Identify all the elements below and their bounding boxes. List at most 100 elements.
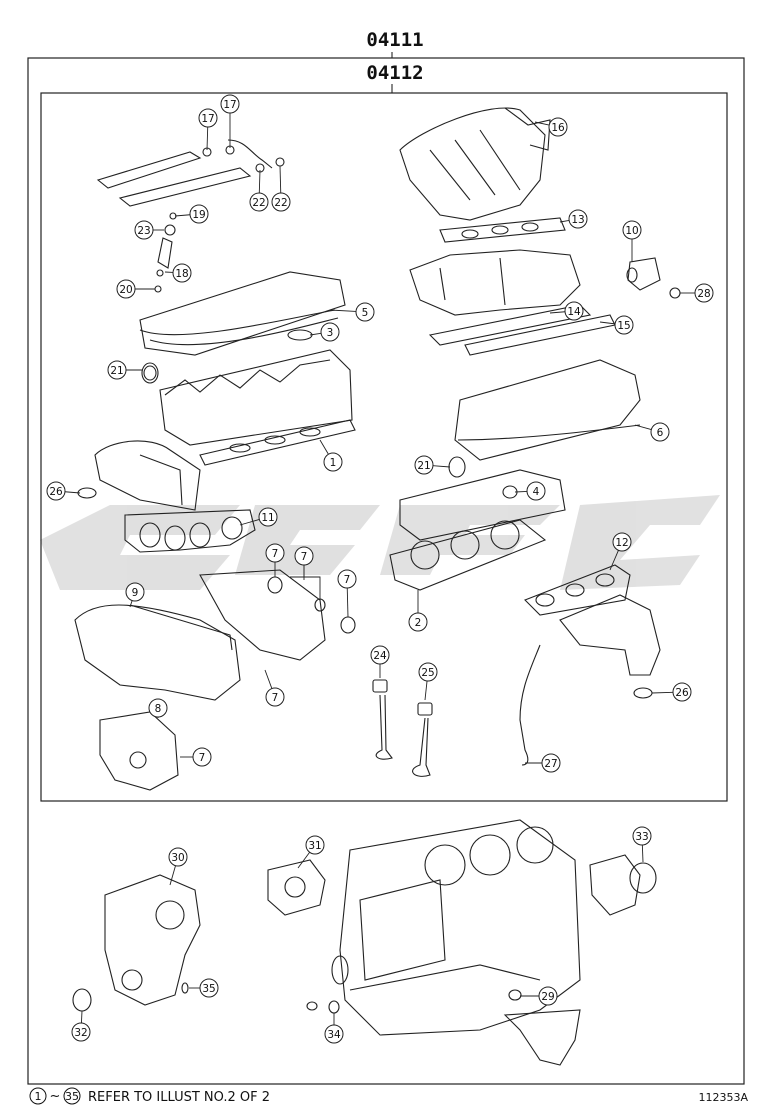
oil-dipstick-guide-drawing [519,644,541,766]
callout-label: 11 [261,512,274,524]
callout-label: 33 [635,831,648,843]
cylinder-head-lh-drawing [141,349,353,446]
callout-29: 29 [520,986,558,1006]
callout-9: 9 [125,582,145,608]
callout-label: 23 [137,225,150,237]
callout-label: 34 [327,1029,341,1041]
callout-label: 7 [272,692,279,704]
callout-19: 19 [174,204,209,224]
callout-label: 7 [199,752,206,764]
callout-17: 17 [198,108,218,151]
callout-label: 4 [533,486,540,498]
inner-kit-number: 04112 [366,62,423,84]
callout-2: 2 [408,590,428,632]
intake-manifold-drawing [409,249,681,356]
front-cover-drawing [72,874,201,1012]
callout-26: 26 [651,682,692,702]
callout-11: 11 [239,507,278,527]
callout-label: 22 [252,197,265,209]
callout-label: 17 [201,113,214,125]
callout-22: 22 [271,165,291,212]
callout-label: 32 [74,1027,87,1039]
seal-drawing [143,365,356,634]
callout-label: 17 [223,99,236,111]
callout-label: 5 [362,307,369,319]
callout-label: 19 [192,209,205,221]
callout-label: 6 [657,427,664,439]
range-end: 35 [65,1090,79,1103]
injector-drawing [154,212,177,293]
callout-26: 26 [46,481,81,501]
outer-kit-frame [27,57,745,1085]
small-plug-drawing [306,1000,340,1014]
illustration-id: 112353A [698,1091,748,1104]
callout-label: 22 [274,197,287,209]
callout-20: 20 [116,279,155,299]
callout-5: 5 [329,302,375,322]
callout-32: 32 [71,1010,91,1042]
callout-bracket [290,565,321,600]
callout-label: 7 [301,551,308,563]
inner-kit-frame [40,92,728,802]
head-cover-rh-drawing [448,359,641,478]
callout-label: 21 [110,365,123,377]
callout-24: 24 [370,645,390,678]
callout-label: 12 [615,537,628,549]
valve-drawing [372,679,433,777]
callout-label: 30 [171,852,184,864]
callout-17: 17 [220,94,240,148]
callout-4: 4 [514,481,546,501]
callout-22: 22 [249,169,269,212]
callout-label: 25 [421,667,434,679]
oil-pan-drawing [503,989,581,1066]
footer-note: 1 ~ 35 REFER TO ILLUST NO.2 OF 2 [29,1087,270,1105]
intake-plenum-drawing [399,107,566,243]
callout-label: 7 [344,574,351,586]
callout-18: 18 [164,263,192,283]
callout-15: 15 [599,315,634,335]
callout-27: 27 [525,753,561,773]
callout-31: 31 [297,835,325,869]
range-tilde: ~ [50,1089,61,1104]
callout-23: 23 [134,220,164,240]
callout-label: 2 [415,617,422,629]
callout-1: 1 [319,439,343,472]
callout-13: 13 [559,209,588,229]
callout-label: 13 [571,214,584,226]
callout-7: 7 [180,747,212,767]
callout-label: 3 [327,327,334,339]
callout-16: 16 [534,117,568,137]
callout-7: 7 [337,569,357,618]
callout-25: 25 [418,662,438,701]
callout-label: 26 [49,486,63,498]
callout-6: 6 [634,422,670,442]
rear-oil-seal-retainer-drawing [589,854,657,916]
callout-21: 21 [107,360,143,380]
callout-28: 28 [680,283,714,303]
callout-label: 28 [697,288,710,300]
exhaust-manifold-lh-drawing [77,440,256,553]
callout-10: 10 [622,220,642,262]
head-cover-lh-drawing [139,271,346,356]
callout-label: 27 [544,758,557,770]
water-pump-drawing [267,859,326,916]
callout-34: 34 [324,1013,344,1044]
callout-12: 12 [609,532,632,571]
callout-label: 15 [617,320,630,332]
callout-21: 21 [414,455,451,475]
head-gasket-lh-drawing [199,419,356,466]
refer-note: REFER TO ILLUST NO.2 OF 2 [88,1090,270,1105]
callout-label: 31 [308,840,321,852]
callout-8: 8 [148,698,168,718]
callout-label: 14 [567,306,581,318]
callout-label: 21 [417,460,430,472]
callout-label: 18 [175,268,188,280]
callout-label: 9 [132,587,139,599]
exhaust-manifold-rh-drawing [524,564,661,699]
callout-label: 1 [330,457,337,469]
callout-label: 16 [551,122,565,134]
callout-30: 30 [168,847,188,886]
callout-label: 10 [625,225,638,237]
